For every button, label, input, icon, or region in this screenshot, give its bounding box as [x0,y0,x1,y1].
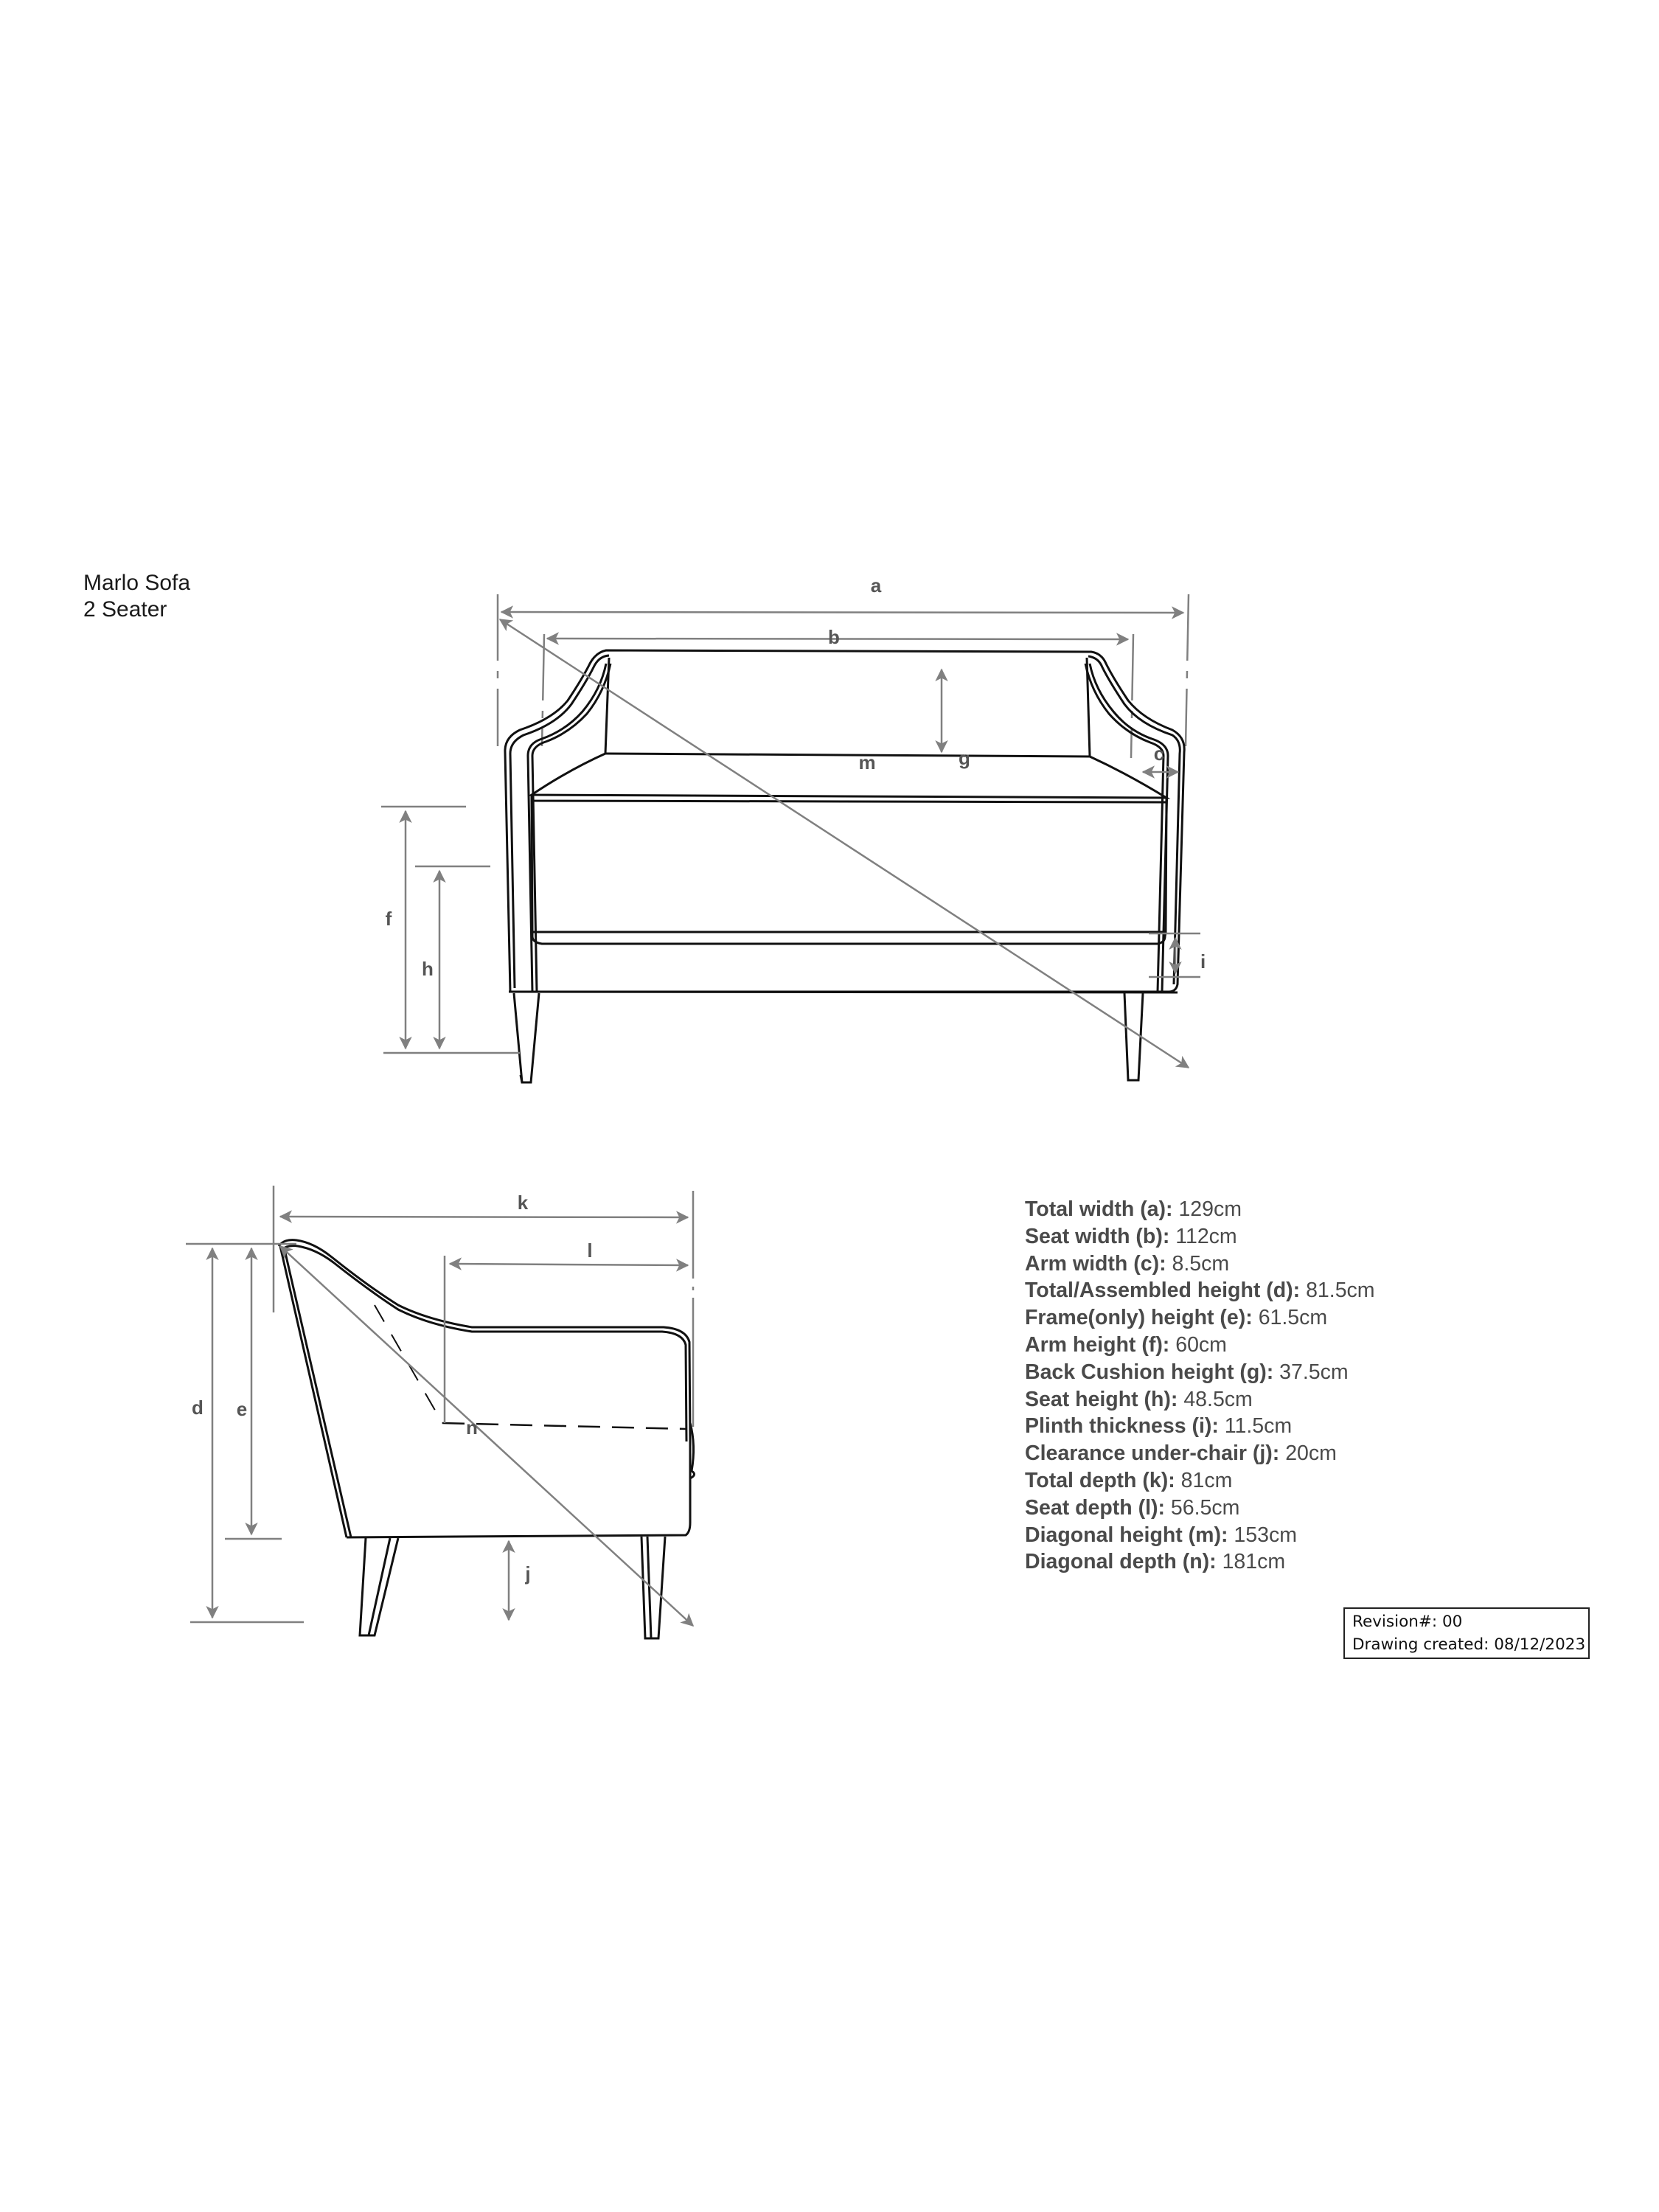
spec-seat-height: Seat height (h): 48.5cm [1025,1386,1375,1413]
label-h: h [422,958,434,980]
spec-value: 11.5cm [1224,1414,1293,1439]
front-view: a b g m c i f h [381,574,1206,1084]
product-title: Marlo Sofa 2 Seater [83,570,190,623]
specification-list: Total width (a): 129cm Seat width (b): 1… [1025,1196,1375,1576]
spec-total-height: Total/Assembled height (d): 81.5cm [1025,1277,1375,1304]
label-e: e [237,1398,247,1420]
spec-value: 56.5cm [1170,1495,1240,1520]
sofa-front-outline [504,649,1186,1084]
spec-value: 61.5cm [1258,1306,1328,1330]
spec-key: Seat width (b): [1025,1224,1170,1248]
spec-value: 81.5cm [1306,1279,1375,1303]
spec-key: Frame(only) height (e): [1025,1306,1253,1330]
spec-value: 48.5cm [1183,1387,1253,1411]
spec-key: Total/Assembled height (d): [1025,1279,1301,1303]
product-variant: 2 Seater [83,597,167,622]
spec-key: Arm height (f): [1025,1332,1170,1357]
spec-seat-width: Seat width (b): 112cm [1025,1223,1375,1251]
spec-key: Plinth thickness (i): [1025,1414,1219,1439]
spec-key: Seat depth (l): [1025,1495,1165,1520]
dimension-line-m [498,618,1190,1069]
spec-key: Clearance under-chair (j): [1025,1441,1280,1466]
spec-key: Seat height (h): [1025,1387,1178,1411]
dimension-line-n [279,1245,695,1627]
dimension-i [1149,932,1200,978]
dimension-line-a [500,605,1185,619]
spec-arm-width: Arm width (c): 8.5cm [1025,1251,1375,1278]
spec-value: 129cm [1178,1197,1242,1221]
label-d: d [192,1397,204,1419]
spec-diagonal-depth: Diagonal depth (n): 181cm [1025,1548,1375,1576]
label-c: c [1154,742,1164,765]
spec-key: Total depth (k): [1025,1468,1175,1492]
spec-value: 153cm [1234,1523,1297,1547]
label-m: m [858,751,875,773]
dimension-k [272,1186,695,1427]
spec-value: 60cm [1175,1332,1227,1357]
label-b: b [828,626,840,648]
label-n: n [466,1416,478,1439]
spec-frame-height: Frame(only) height (e): 61.5cm [1025,1304,1375,1332]
spec-total-width: Total width (a): 129cm [1025,1196,1375,1223]
label-f: f [386,908,392,930]
spec-key: Diagonal height (m): [1025,1523,1228,1547]
dimension-d-e [186,1242,304,1624]
spec-value: 181cm [1222,1550,1286,1574]
spec-value: 8.5cm [1172,1251,1230,1276]
extension-lines-a [496,594,1190,759]
spec-back-cushion-height: Back Cushion height (g): 37.5cm [1025,1359,1375,1386]
label-g: g [959,747,970,769]
spec-diagonal-height: Diagonal height (m): 153cm [1025,1522,1375,1549]
spec-arm-height: Arm height (f): 60cm [1025,1332,1375,1359]
revision-number: Revision#: 00 [1352,1613,1463,1631]
product-name: Marlo Sofa [83,571,191,595]
spec-value: 37.5cm [1279,1360,1349,1384]
spec-plinth-thickness: Plinth thickness (i): 11.5cm [1025,1413,1375,1440]
sofa-side-outline [277,1239,695,1640]
revision-box: Revision#: 00 Drawing created: 08/12/202… [1343,1607,1590,1659]
spec-value: 81cm [1180,1468,1233,1492]
spec-key: Diagonal depth (n): [1025,1550,1217,1574]
spec-total-depth: Total depth (k): 81cm [1025,1467,1375,1495]
spec-key: Back Cushion height (g): [1025,1360,1274,1384]
spec-value: 20cm [1285,1441,1337,1466]
spec-key: Total width (a): [1025,1197,1173,1221]
dimension-l [443,1256,689,1423]
label-a: a [871,574,882,597]
label-j: j [524,1562,530,1585]
spec-key: Arm width (c): [1025,1251,1166,1276]
dimension-f-h [381,805,520,1054]
side-view: k l n d e j [186,1186,695,1640]
spec-clearance: Clearance under-chair (j): 20cm [1025,1440,1375,1467]
label-k: k [518,1192,529,1214]
label-l: l [587,1239,592,1262]
drawing-created-date: Drawing created: 08/12/2023 [1352,1635,1586,1654]
label-i: i [1200,950,1206,973]
spec-seat-depth: Seat depth (l): 56.5cm [1025,1495,1375,1522]
spec-value: 112cm [1175,1224,1237,1248]
